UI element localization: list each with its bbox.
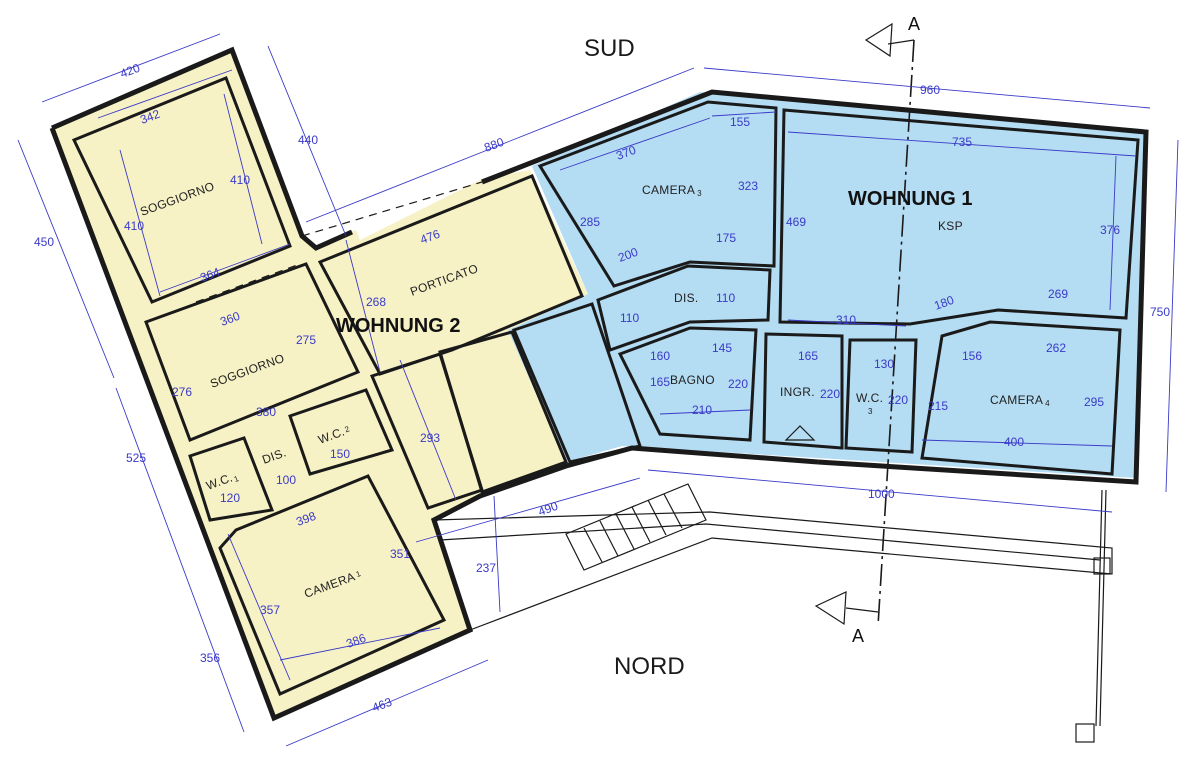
room-dis-1: DIS. [674, 291, 699, 305]
dim-295: 295 [1084, 395, 1104, 409]
dim-440: 440 [298, 133, 318, 147]
dim-310: 310 [836, 313, 856, 327]
dim-262: 262 [1046, 341, 1066, 355]
dim-735: 735 [952, 135, 972, 149]
dim-1000: 1000 [868, 487, 895, 501]
dim-110-right: 110 [716, 291, 735, 305]
dim-410-right: 410 [230, 173, 250, 187]
dim-285: 285 [580, 215, 600, 229]
dim-380: 380 [256, 405, 276, 419]
dim-160: 160 [650, 349, 670, 363]
stairs-and-terrace [433, 483, 1113, 743]
dim-155: 155 [730, 115, 750, 129]
dim-220-ingr: 220 [820, 387, 840, 401]
dim-175: 175 [716, 231, 736, 245]
dim-410-left: 410 [124, 219, 144, 233]
dim-376: 376 [1100, 223, 1120, 237]
wohnung-2-label: WOHNUNG 2 [336, 315, 460, 337]
dim-490: 490 [536, 499, 560, 519]
dim-293: 293 [420, 431, 440, 445]
section-marker-top: A [908, 14, 920, 34]
dim-200: 200 [616, 245, 640, 265]
dim-110-left: 110 [620, 311, 639, 325]
wohnung-2-area [52, 50, 588, 716]
stair-steps [565, 483, 707, 571]
dim-469: 469 [786, 215, 806, 229]
dim-269: 269 [1048, 287, 1068, 301]
dim-420: 420 [118, 61, 142, 81]
compass-south: SUD [584, 35, 635, 62]
wohnung-1-label: WOHNUNG 1 [848, 188, 972, 210]
dim-880: 880 [482, 135, 506, 155]
dim-960: 960 [920, 83, 940, 97]
dim-750: 750 [1150, 305, 1170, 319]
room-wc-3: W.C.3 [856, 391, 883, 416]
dim-276: 276 [172, 385, 192, 399]
dim-156: 156 [962, 349, 982, 363]
dim-356: 356 [200, 651, 220, 665]
room-bagno: BAGNO [670, 373, 715, 387]
dim-100: 100 [276, 473, 296, 487]
interior-walls-wohnung-2 [71, 76, 584, 697]
dim-180: 180 [932, 293, 956, 313]
dim-370: 370 [614, 143, 638, 163]
dim-476: 476 [418, 227, 442, 247]
dim-463: 463 [370, 695, 394, 715]
dim-130: 130 [874, 357, 894, 371]
room-ingresso: INGR. [780, 385, 815, 399]
dim-323: 323 [738, 179, 758, 193]
dim-220-wc3: 220 [888, 393, 908, 407]
dimension-lines [17, 33, 1179, 747]
dim-450: 450 [34, 235, 54, 249]
interior-walls-wohnung-1 [511, 100, 1140, 476]
dim-165-bagno: 165 [650, 375, 670, 389]
dim-275: 275 [296, 333, 316, 347]
dim-398: 398 [294, 509, 318, 529]
section-marker-bottom: A [852, 626, 864, 646]
dim-364: 364 [198, 265, 222, 285]
dim-351: 351 [390, 547, 410, 561]
dim-342: 342 [138, 107, 162, 127]
dim-220-bagno: 220 [728, 377, 748, 391]
compass-north: NORD [614, 653, 685, 680]
dim-215: 215 [928, 399, 948, 413]
dim-165-ingr: 165 [798, 349, 818, 363]
dim-150: 150 [330, 447, 350, 461]
section-cut-a-a [814, 22, 915, 627]
dim-120: 120 [220, 491, 240, 505]
wohnung-1-area [508, 92, 1146, 478]
dim-360: 360 [218, 309, 242, 329]
room-ksp: KSP [938, 219, 963, 233]
dim-400: 400 [1004, 435, 1024, 449]
dim-237: 237 [476, 561, 496, 575]
dim-386: 386 [344, 631, 368, 651]
dim-210: 210 [692, 403, 712, 417]
dim-525: 525 [126, 451, 146, 465]
dim-268: 268 [366, 295, 386, 309]
dim-145: 145 [712, 341, 732, 355]
dimension-labels: 420 342 410 410 364 440 450 880 960 750 … [34, 61, 1170, 715]
dim-357: 357 [260, 603, 280, 617]
